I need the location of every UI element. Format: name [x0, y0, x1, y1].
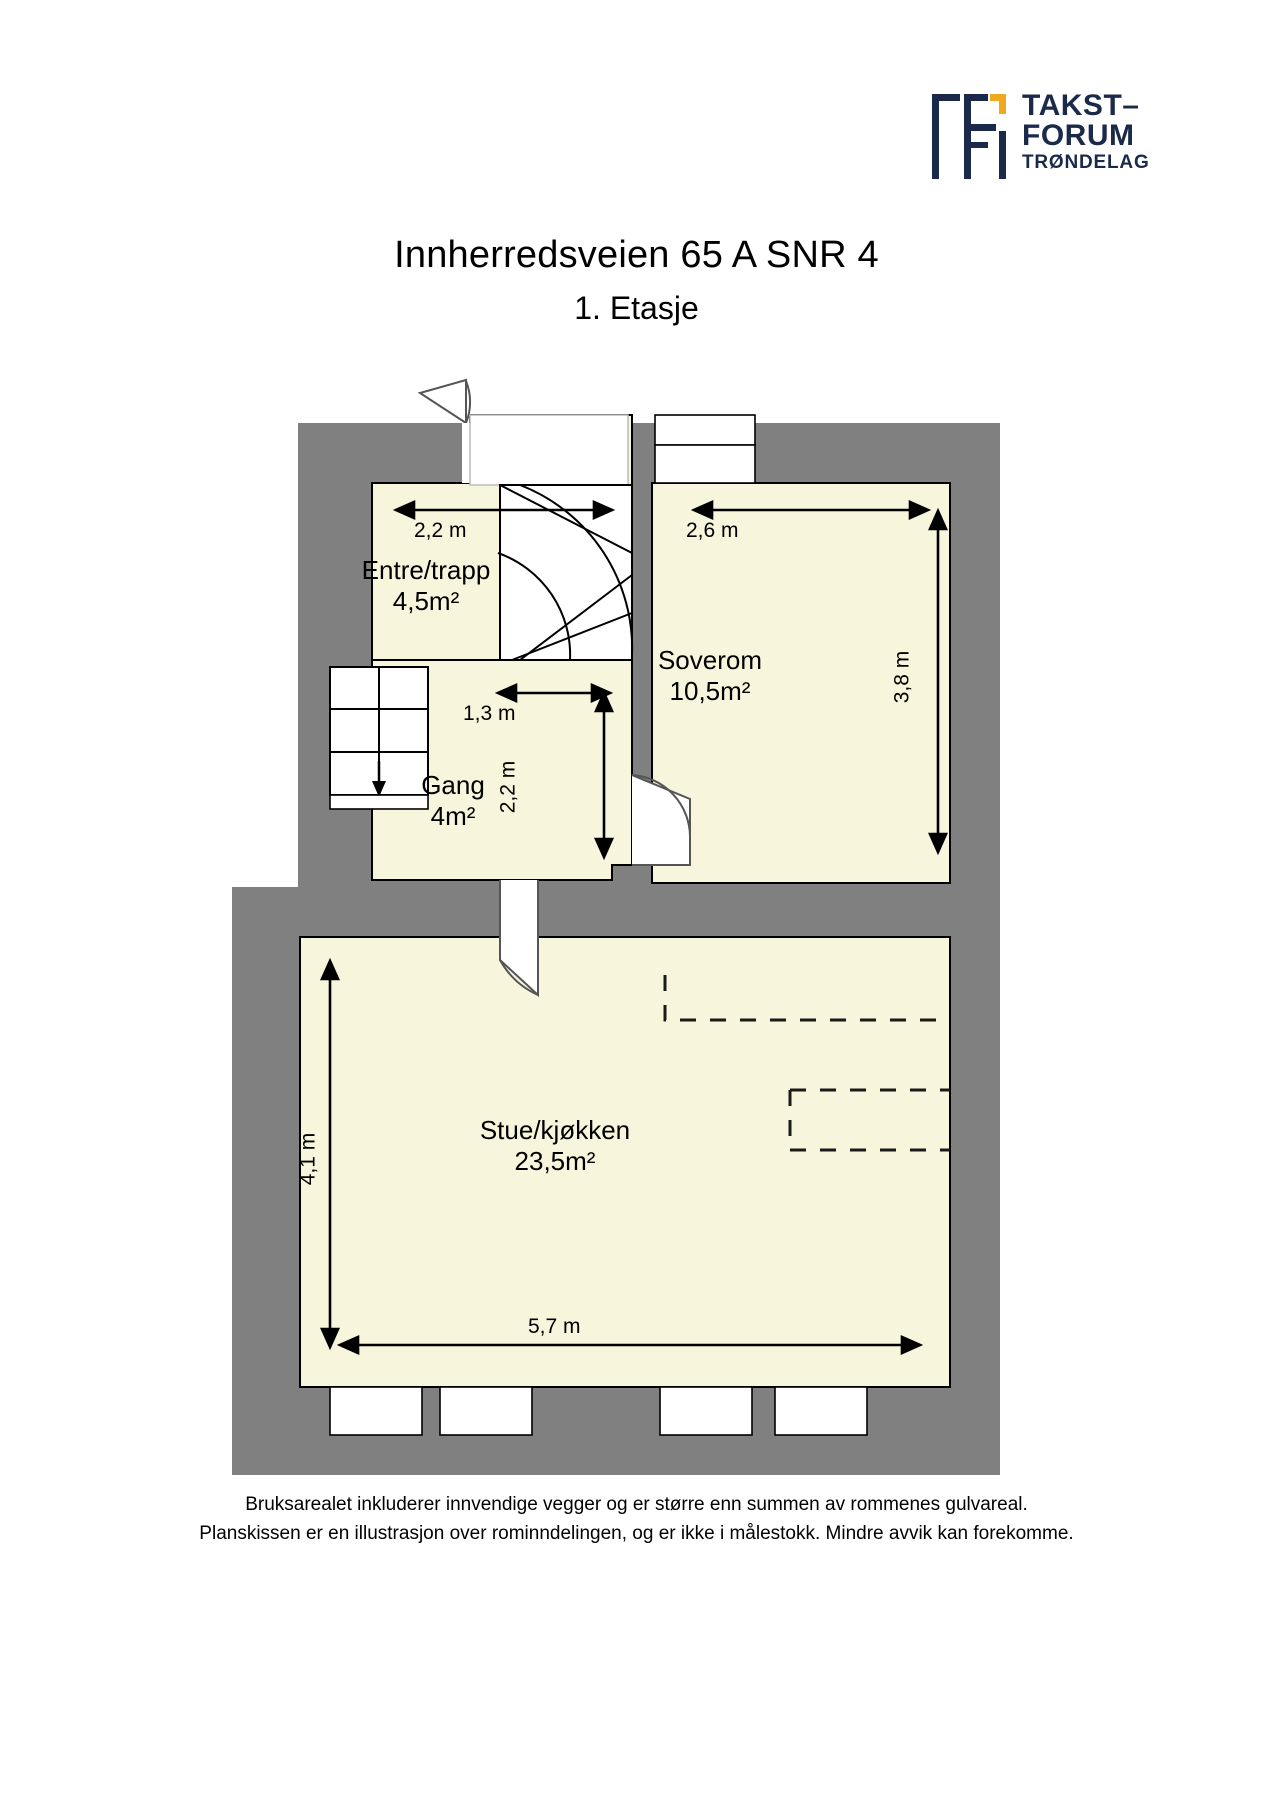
takst-forum-logo-mark — [932, 93, 1006, 179]
footer-line-2: Planskissen er en illustrasjon over romi… — [199, 1523, 1074, 1545]
logo-text-forum: FORUM — [1022, 118, 1135, 152]
logo-wordmark: TAKST– FORUM TRØNDELAG — [1022, 88, 1150, 173]
window-top-right — [654, 414, 756, 484]
footer-disclaimer: Bruksarealet inkluderer innvendige vegge… — [0, 1490, 1273, 1549]
page-title: Innherredsveien 65 A SNR 4 — [394, 234, 879, 276]
door-gang-soverom — [631, 774, 692, 866]
entry-door-swing — [417, 378, 472, 483]
dimension-arrows — [319, 499, 949, 1356]
window-bottom-row — [329, 1386, 868, 1436]
page-subtitle: 1. Etasje — [574, 290, 699, 326]
kitchen-counter-outlines — [663, 975, 950, 1152]
entry-vestibule — [470, 415, 628, 485]
logo-text-trondelag: TRØNDELAG — [1022, 151, 1150, 173]
takst-forum-logo: TAKST– FORUM TRØNDELAG — [930, 76, 1180, 186]
door-gang-stue — [499, 880, 539, 998]
floor-plan: Entre/trapp 4,5m² Soverom 10,5m² Gang 4m… — [0, 375, 1273, 1475]
logo-text-takst: TAKST– — [1022, 88, 1140, 122]
footer-line-1: Bruksarealet inkluderer innvendige vegge… — [245, 1494, 1028, 1515]
floor-plan-drawing — [232, 378, 1000, 1475]
staircase-straight — [329, 666, 429, 810]
staircase-winder — [497, 484, 634, 661]
